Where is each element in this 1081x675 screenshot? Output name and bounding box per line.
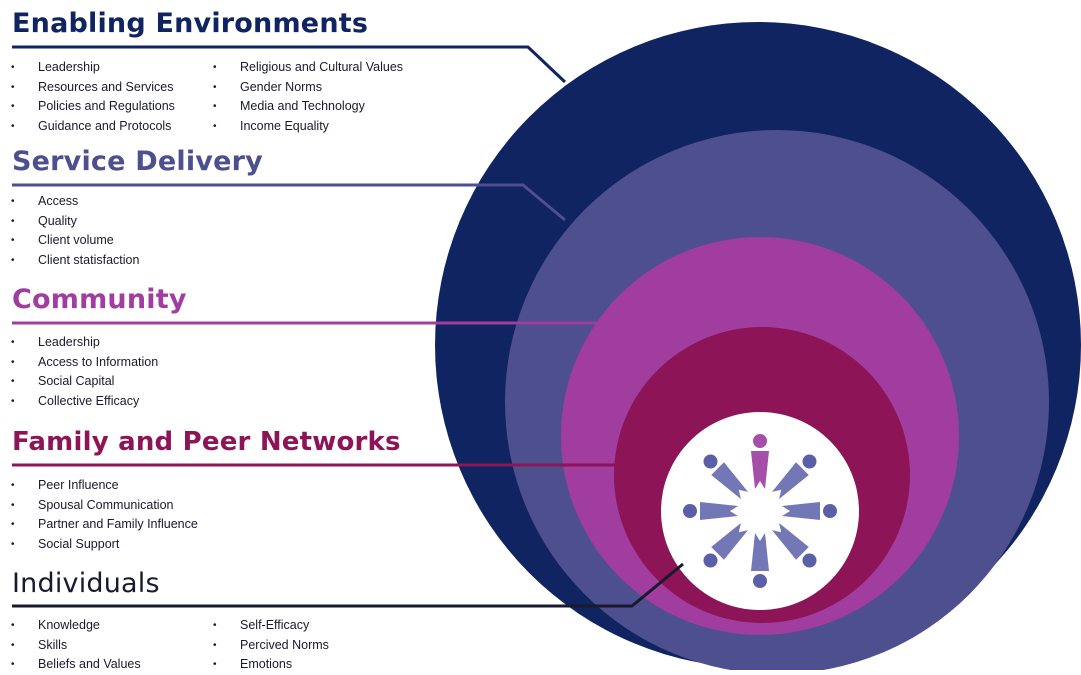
list-item: Guidance and Protocols: [10, 117, 175, 137]
list-item: Knowledge: [10, 616, 141, 636]
person-figure-icon: [683, 502, 738, 520]
list-item: Religious and Cultural Values: [212, 58, 403, 78]
list-item: Income Equality: [212, 117, 403, 137]
individual-list-col2: Self-Efficacy Percived Norms Emotions: [212, 616, 329, 675]
list-item: Social Capital: [10, 372, 158, 392]
list-item: Partner and Family Influence: [10, 515, 198, 535]
community-list: Leadership Access to Information Social …: [10, 333, 158, 411]
enabling-list-col2: Religious and Cultural Values Gender Nor…: [212, 58, 403, 136]
list-item: Social Support: [10, 535, 198, 555]
list-item: Client statisfaction: [10, 251, 139, 271]
list-item: Skills: [10, 636, 141, 656]
service-list: Access Quality Client volume Client stat…: [10, 192, 139, 270]
list-item: Collective Efficacy: [10, 392, 158, 412]
person-figure-icon: [751, 434, 769, 489]
heading-service-delivery: Service Delivery: [12, 146, 263, 177]
heading-enabling-environments: Enabling Environments: [12, 8, 369, 39]
list-item: Quality: [10, 212, 139, 232]
list-item: Spousal Communication: [10, 496, 198, 516]
list-item: Gender Norms: [212, 78, 403, 98]
connector-service: [12, 183, 566, 222]
individual-list-col1: Knowledge Skills Beliefs and Values: [10, 616, 141, 675]
list-item: Client volume: [10, 231, 139, 251]
person-figure-icon: [782, 502, 837, 520]
list-item: Self-Efficacy: [212, 616, 329, 636]
connector-enabling: [12, 45, 567, 84]
list-item: Access: [10, 192, 139, 212]
list-item: Media and Technology: [212, 97, 403, 117]
list-item: Peer Influence: [10, 476, 198, 496]
list-item: Percived Norms: [212, 636, 329, 656]
person-figure-icon: [751, 533, 769, 588]
list-item: Access to Information: [10, 353, 158, 373]
connector-individuals: [12, 562, 684, 608]
list-item: Resources and Services: [10, 78, 175, 98]
list-item: Leadership: [10, 333, 158, 353]
heading-community: Community: [12, 284, 187, 315]
heading-individuals: Individuals: [12, 568, 160, 599]
enabling-list-col1: Leadership Resources and Services Polici…: [10, 58, 175, 136]
family-list: Peer Influence Spousal Communication Par…: [10, 476, 198, 554]
list-item: Leadership: [10, 58, 175, 78]
list-item: Beliefs and Values: [10, 655, 141, 675]
list-item: Policies and Regulations: [10, 97, 175, 117]
heading-family-peer-networks: Family and Peer Networks: [12, 427, 401, 457]
list-item: Emotions: [212, 655, 329, 675]
